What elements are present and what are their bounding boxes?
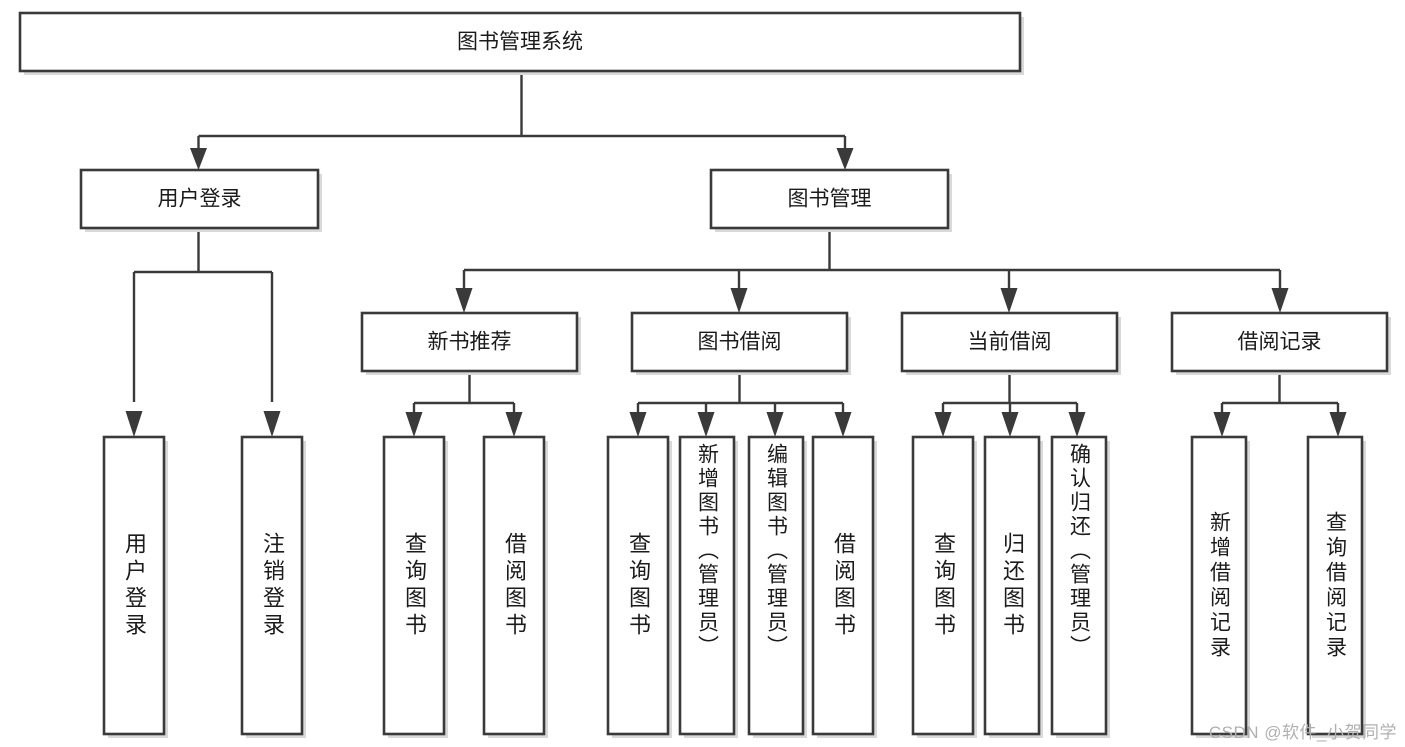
leaf-nodes-layer: 用户登录 注销登录 查询图书 bbox=[102, 435, 1366, 738]
node-borrow-record-label: 借阅记录 bbox=[1238, 331, 1322, 354]
node-leaf-12-label: 新增借阅记录 bbox=[1207, 510, 1231, 661]
arrow-to-leaf-12 bbox=[1213, 412, 1231, 437]
node-book-borrow[interactable]: 图书借阅 bbox=[630, 311, 851, 375]
node-leaf-4[interactable]: 借阅图书 bbox=[482, 435, 548, 738]
arrow-to-leaf-1 bbox=[125, 411, 143, 437]
node-leaf-1-label: 用户登录 bbox=[122, 531, 147, 640]
node-leaf-5-label: 查询图书 bbox=[626, 531, 651, 640]
node-leaf-8[interactable]: 借阅图书 bbox=[811, 435, 877, 738]
arrow-to-new-book-rec bbox=[455, 288, 473, 313]
node-book-borrow-label: 图书借阅 bbox=[698, 331, 782, 354]
arrow-to-leaf-6 bbox=[697, 412, 715, 437]
node-book-borrow-box bbox=[630, 311, 849, 373]
node-borrow-record[interactable]: 借阅记录 bbox=[1170, 311, 1391, 375]
arrow-to-borrow-record bbox=[1271, 288, 1289, 313]
connector-borrowrecord-bus bbox=[1220, 375, 1340, 412]
node-leaf-6-label: 新增图书（管理员） bbox=[695, 443, 719, 659]
arrow-to-leaf-2 bbox=[263, 411, 281, 437]
node-leaf-13[interactable]: 查询借阅记录 bbox=[1306, 435, 1366, 738]
arrow-to-leaf-7 bbox=[766, 412, 784, 437]
node-leaf-10-label: 归还图书 bbox=[1000, 531, 1025, 640]
connector-newbookrec-bus bbox=[412, 375, 516, 412]
node-leaf-5[interactable]: 查询图书 bbox=[606, 435, 672, 738]
node-leaf-4-box bbox=[482, 435, 546, 736]
node-current-borrow-label: 当前借阅 bbox=[968, 331, 1052, 354]
node-new-book-rec-box bbox=[360, 311, 579, 373]
node-leaf-13-label: 查询借阅记录 bbox=[1323, 510, 1347, 661]
arrow-to-user-login bbox=[190, 148, 207, 170]
node-user-login-box bbox=[79, 168, 320, 230]
node-leaf-12-box bbox=[1190, 435, 1248, 736]
node-leaf-9-label: 查询图书 bbox=[931, 531, 956, 640]
arrow-to-leaf-3 bbox=[405, 412, 423, 437]
node-leaf-1[interactable]: 用户登录 bbox=[102, 435, 168, 738]
node-leaf-6[interactable]: 新增图书（管理员） bbox=[678, 435, 738, 738]
node-borrow-record-box bbox=[1170, 311, 1389, 373]
node-leaf-6-box bbox=[678, 435, 736, 736]
connector-bookborrow-bus bbox=[636, 375, 845, 412]
node-leaf-4-label: 借阅图书 bbox=[502, 531, 527, 640]
arrow-to-leaf-8 bbox=[834, 412, 852, 437]
node-root[interactable]: 图书管理系统 bbox=[18, 11, 1024, 75]
node-new-book-rec-label: 新书推荐 bbox=[428, 331, 512, 354]
arrow-to-leaf-11 bbox=[1068, 412, 1086, 437]
node-leaf-1-box bbox=[102, 435, 166, 736]
arrow-to-leaf-4 bbox=[505, 412, 523, 437]
node-root-box bbox=[18, 11, 1022, 73]
node-leaf-2[interactable]: 注销登录 bbox=[240, 435, 306, 738]
node-root-label: 图书管理系统 bbox=[457, 31, 583, 54]
node-book-manage-label: 图书管理 bbox=[788, 188, 872, 211]
arrow-to-book-manage bbox=[836, 148, 854, 170]
arrow-to-current-borrow bbox=[1000, 288, 1018, 313]
node-leaf-2-label: 注销登录 bbox=[260, 531, 285, 640]
node-leaf-13-box bbox=[1306, 435, 1364, 736]
arrow-to-leaf-5 bbox=[629, 412, 647, 437]
connector-root-bus bbox=[197, 75, 847, 152]
csdn-watermark: CSDN @软件_小贺同学 bbox=[1208, 723, 1397, 742]
connector-userlogin-bus bbox=[132, 232, 274, 402]
node-user-login-label: 用户登录 bbox=[158, 188, 242, 211]
node-leaf-11-box bbox=[1050, 435, 1108, 736]
node-leaf-10[interactable]: 归还图书 bbox=[983, 435, 1043, 738]
node-user-login[interactable]: 用户登录 bbox=[79, 168, 322, 232]
node-leaf-11-label: 确认归还（管理员） bbox=[1067, 443, 1091, 659]
node-leaf-9-box bbox=[911, 435, 975, 736]
connector-bookmanage-bus bbox=[462, 232, 1282, 288]
node-new-book-rec[interactable]: 新书推荐 bbox=[360, 311, 581, 375]
node-leaf-3[interactable]: 查询图书 bbox=[382, 435, 448, 738]
node-book-manage-box bbox=[709, 168, 950, 230]
arrow-to-leaf-10 bbox=[1001, 412, 1019, 437]
node-leaf-7[interactable]: 编辑图书（管理员） bbox=[747, 435, 807, 738]
node-leaf-8-label: 借阅图书 bbox=[831, 531, 856, 640]
node-leaf-3-label: 查询图书 bbox=[402, 531, 427, 640]
node-leaf-9[interactable]: 查询图书 bbox=[911, 435, 977, 738]
node-leaf-10-box bbox=[983, 435, 1041, 736]
node-leaf-8-box bbox=[811, 435, 875, 736]
arrow-to-leaf-9 bbox=[934, 412, 952, 437]
arrow-to-book-borrow bbox=[730, 288, 748, 313]
node-leaf-11[interactable]: 确认归还（管理员） bbox=[1050, 435, 1110, 738]
node-leaf-7-box bbox=[747, 435, 805, 736]
node-leaf-7-label: 编辑图书（管理员） bbox=[764, 443, 788, 659]
node-current-borrow[interactable]: 当前借阅 bbox=[900, 311, 1121, 375]
node-leaf-2-box bbox=[240, 435, 304, 736]
node-book-manage[interactable]: 图书管理 bbox=[709, 168, 952, 232]
connector-layer bbox=[125, 75, 1347, 437]
arrow-to-leaf-13 bbox=[1329, 412, 1347, 437]
node-current-borrow-box bbox=[900, 311, 1119, 373]
node-leaf-3-box bbox=[382, 435, 446, 736]
connector-currentborrow-bus bbox=[941, 375, 1079, 412]
node-leaf-5-box bbox=[606, 435, 670, 736]
node-leaf-12[interactable]: 新增借阅记录 bbox=[1190, 435, 1250, 738]
